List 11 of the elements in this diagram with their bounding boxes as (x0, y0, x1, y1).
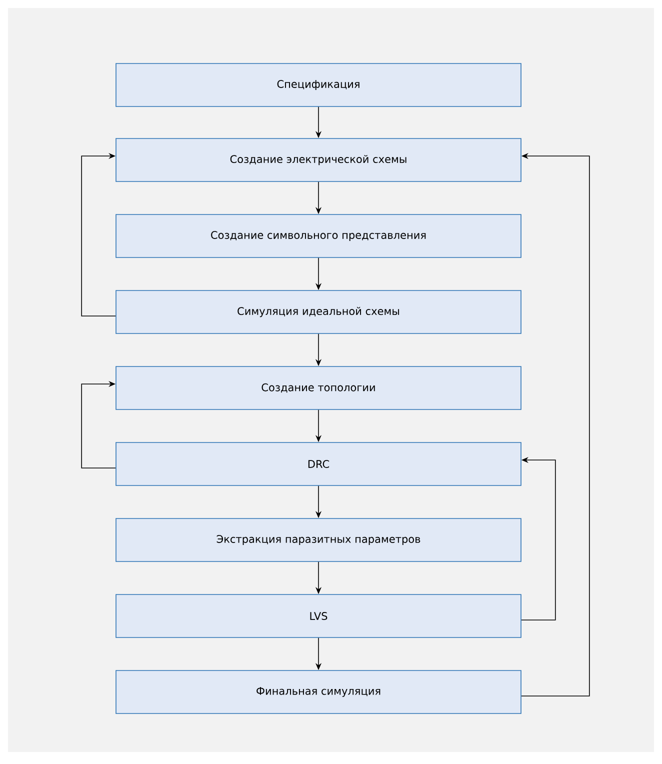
arrow (81, 380, 116, 468)
process-box: Спецификация (116, 63, 522, 107)
process-box: Финальная симуляция (116, 670, 522, 714)
arrow (81, 152, 116, 316)
process-box: Симуляция идеальной схемы (116, 290, 522, 334)
process-box: DRC (116, 442, 522, 486)
process-box: Создание топологии (116, 366, 522, 410)
process-box: Создание электрической схемы (116, 138, 522, 182)
process-box: LVS (116, 594, 522, 638)
process-box: Экстракция паразитных параметров (116, 518, 522, 562)
process-box: Создание символьного представления (116, 214, 522, 258)
